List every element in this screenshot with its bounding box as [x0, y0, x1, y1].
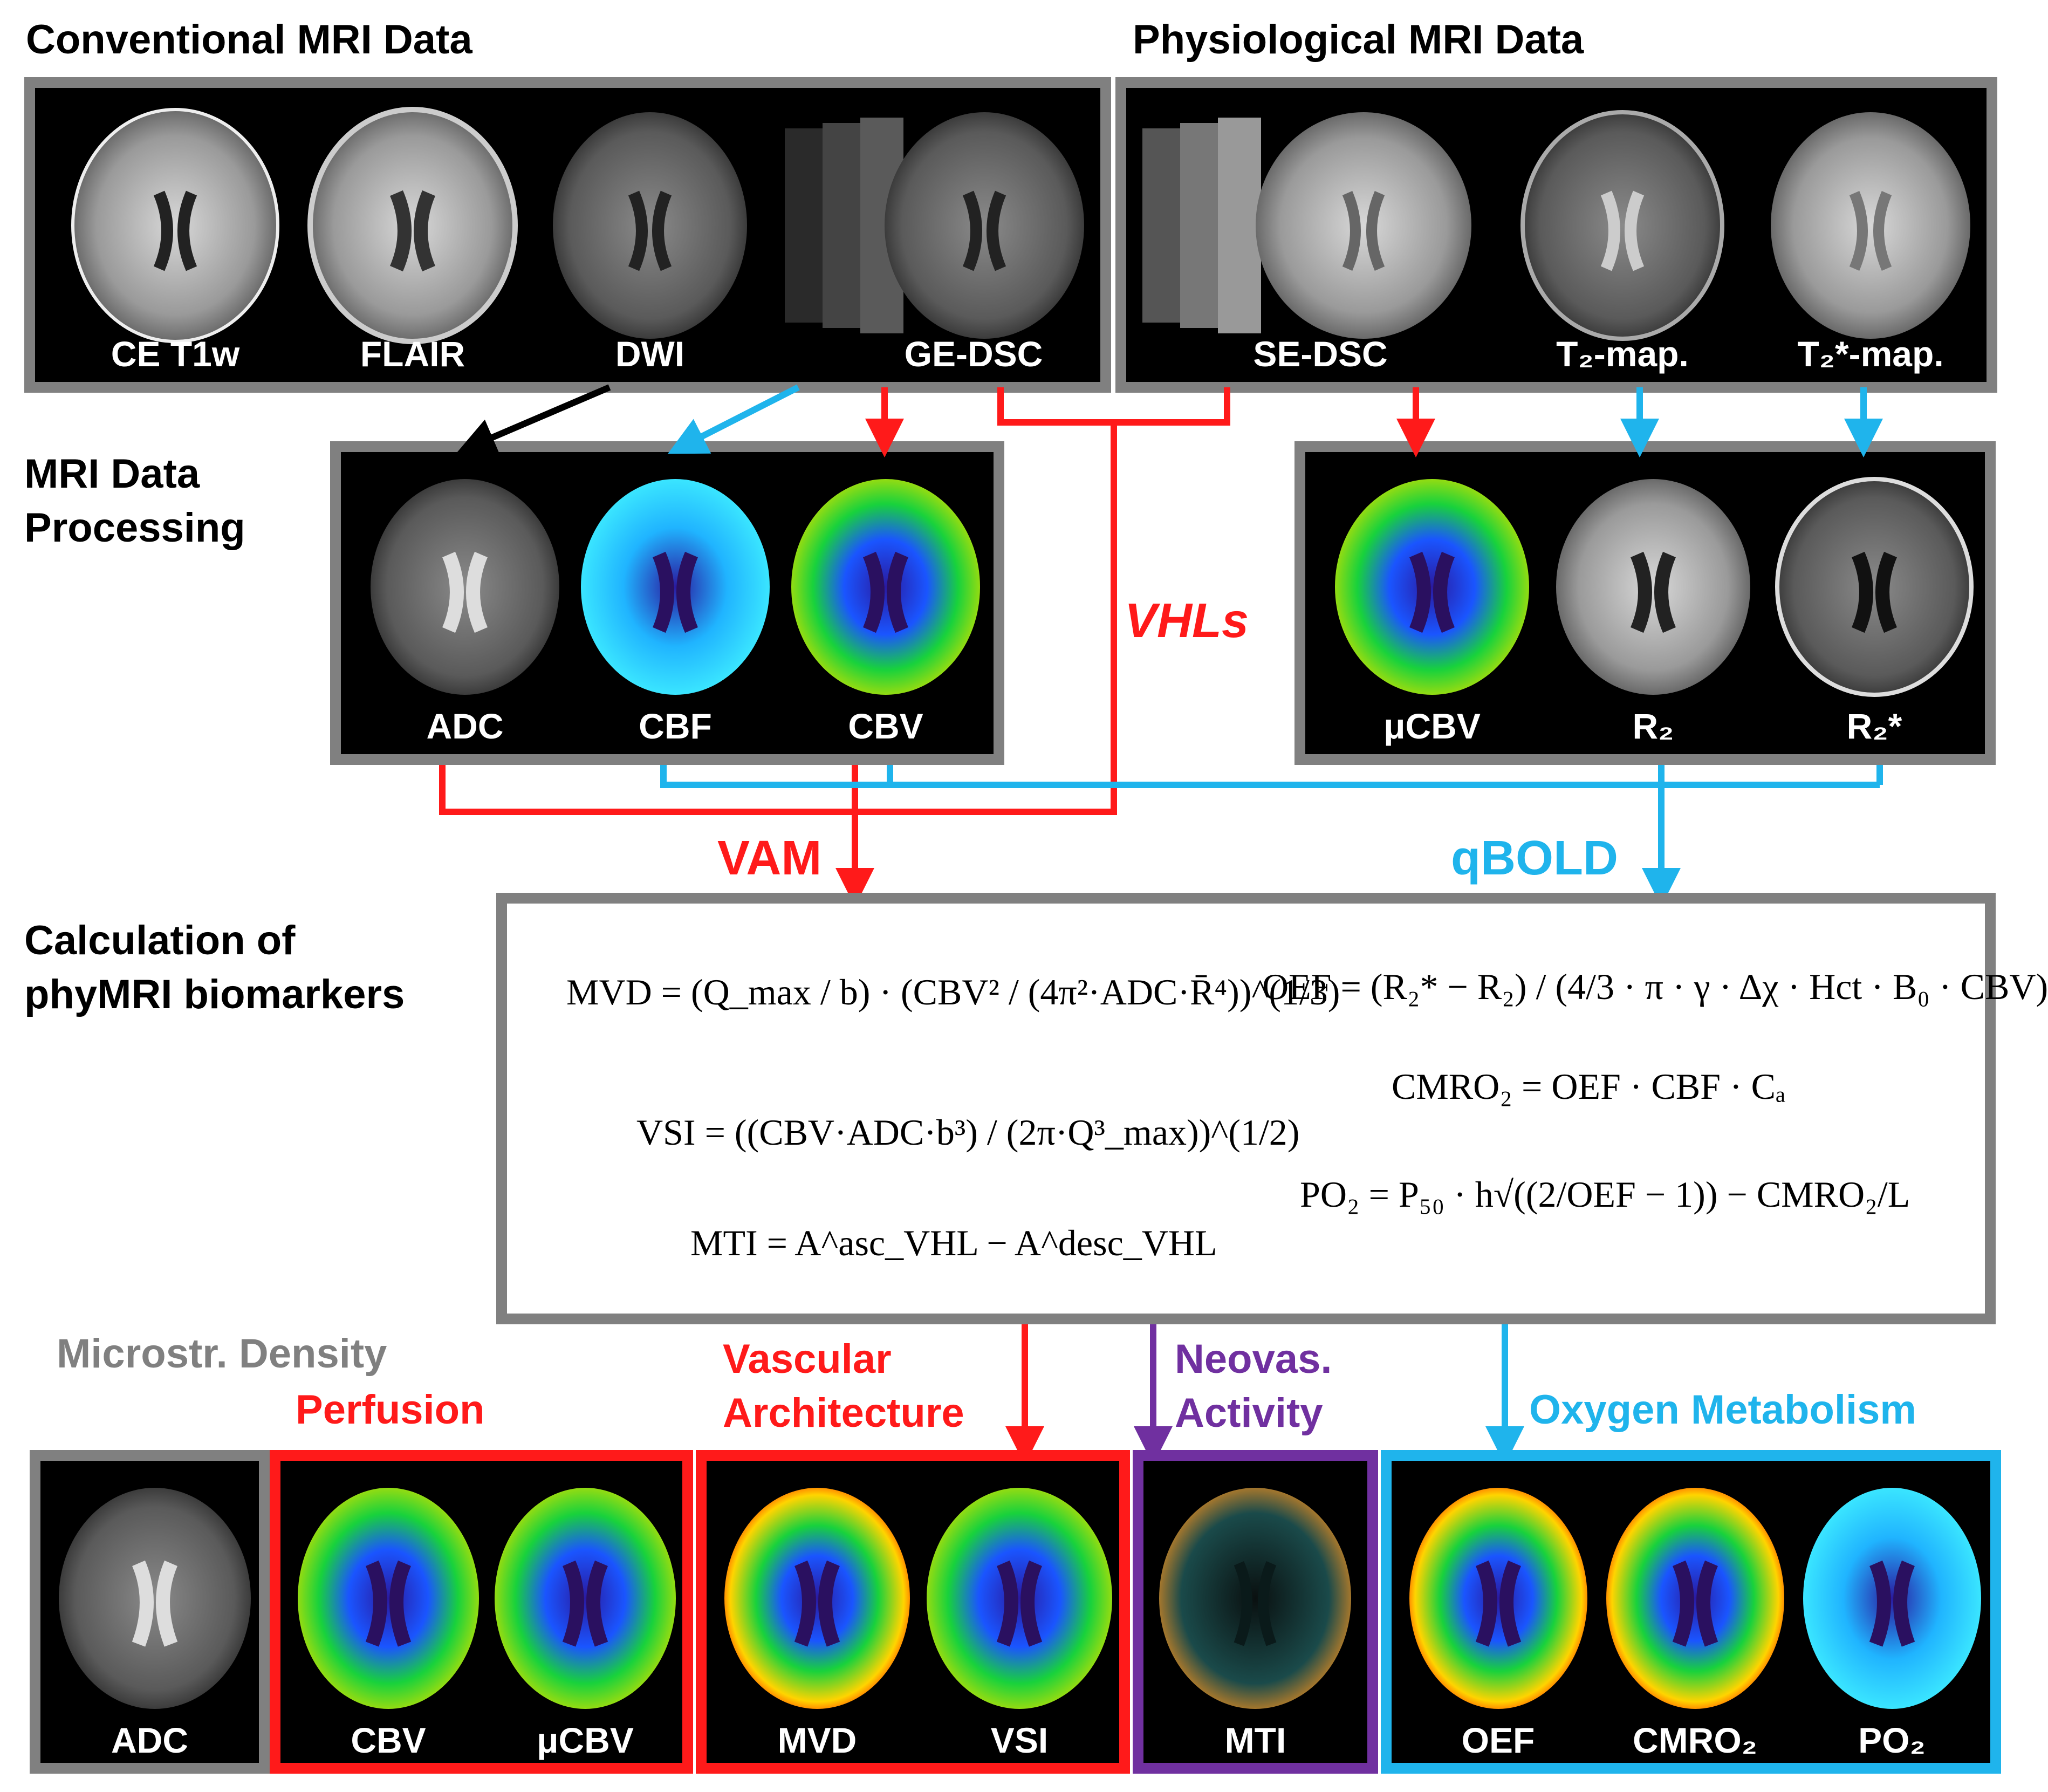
brain-ucbv-output	[495, 1488, 676, 1709]
section-title-processing-1: MRI Data	[24, 451, 200, 497]
label-cbf-processing: CBF	[639, 706, 712, 746]
label-r2-processing: R₂	[1632, 706, 1674, 746]
brain-se-dsc	[1142, 112, 1471, 339]
label-flair: FLAIR	[360, 334, 465, 374]
brain-ucbv-processing	[1335, 479, 1529, 695]
equation-vsi: VSI = ((CBV·ADC·b³) / (2π·Q³_max))^(1/2)	[636, 1112, 1300, 1153]
arrow-dwi-to-adc	[456, 384, 611, 455]
section-title-physiological: Physiological MRI Data	[1133, 17, 1584, 63]
label-mti-output: MTI	[1224, 1720, 1286, 1760]
label-vhls: VHLs	[1125, 594, 1249, 648]
label-ge-dsc: GE-DSC	[904, 334, 1043, 374]
label-vsi-output: VSI	[990, 1720, 1049, 1760]
label-vam: VAM	[717, 831, 822, 885]
group-title-perfusion: Perfusion	[296, 1387, 485, 1433]
processing-panel-left: ADC CBF CBV	[330, 441, 1004, 765]
label-ucbv-output: μCBV	[537, 1720, 634, 1760]
group-title-neovas: Neovas. Activity	[1175, 1336, 1332, 1436]
label-ce-t1w: CE T1w	[111, 334, 240, 374]
label-mvd-output: MVD	[777, 1720, 857, 1760]
brain-cbv-output	[298, 1488, 479, 1709]
brain-flair	[307, 107, 518, 344]
label-adc-output: ADC	[111, 1720, 188, 1760]
equations-box: MVD = (Q_max / b) · (CBV² / (4π²·ADC·R̄⁴…	[496, 893, 2048, 1324]
section-title-calc-1: Calculation of	[24, 918, 296, 963]
qbold-bus-line	[660, 765, 1661, 788]
panel-microstr: ADC	[30, 1450, 270, 1774]
brain-cbv-processing	[791, 479, 980, 695]
label-oef-output: OEF	[1461, 1720, 1535, 1760]
equation-oef: OEF = (R₂* − R₂) / (4/3 · π · γ · Δχ · H…	[1262, 966, 2048, 1007]
label-cbv-processing: CBV	[848, 706, 923, 746]
panel-neovas: MTI	[1133, 1450, 1378, 1774]
conventional-panel: CE T1w FLAIR DWI GE-DSC	[24, 77, 1111, 393]
arrow-gedsc-to-cbf	[667, 384, 800, 454]
brain-mti-output	[1159, 1488, 1351, 1709]
brain-ge-dsc	[785, 112, 1084, 339]
vhl-bracket	[997, 387, 1230, 426]
brain-adc-processing	[371, 479, 559, 695]
brain-r2-processing	[1556, 479, 1750, 695]
label-t2star-map: T₂*-map.	[1797, 334, 1944, 374]
brain-vsi-output	[927, 1488, 1112, 1709]
label-adc-processing: ADC	[426, 706, 504, 746]
label-po2-output: PO₂	[1858, 1720, 1926, 1760]
panel-vascular: MVD VSI	[696, 1450, 1130, 1774]
adc-to-vam-line	[439, 765, 855, 815]
label-qbold: qBOLD	[1451, 831, 1618, 885]
label-t2-map: T₂-map.	[1556, 334, 1689, 374]
brain-mvd-output	[724, 1488, 910, 1709]
brain-adc-output	[59, 1488, 251, 1709]
processing-panel-right: μCBV R₂ R₂*	[1294, 441, 1996, 765]
equation-mvd: MVD = (Q_max / b) · (CBV² / (4π²·ADC·R̄⁴…	[566, 972, 1340, 1013]
equation-cmro2: CMRO₂ = OEF · CBF · Cₐ	[1392, 1066, 1786, 1107]
section-title-conventional: Conventional MRI Data	[26, 17, 472, 63]
brain-dwi	[553, 112, 747, 339]
label-cmro2-output: CMRO₂	[1633, 1720, 1757, 1760]
group-title-vascular: Vascular Architecture	[723, 1336, 964, 1436]
equation-po2: PO₂ = P₅₀ · h√((2/OEF − 1)) − CMRO₂/L	[1300, 1174, 1910, 1215]
section-title-calc-2: phyMRI biomarkers	[24, 972, 405, 1017]
brain-cmro2-output	[1606, 1488, 1784, 1709]
panel-oxygen: OEF CMRO₂ PO₂	[1381, 1450, 2001, 1774]
vhl-line	[855, 422, 1117, 815]
label-r2star-processing: R₂*	[1846, 706, 1902, 746]
brain-ce-t1w	[71, 108, 279, 343]
equation-mti: MTI = A^asc_VHL − A^desc_VHL	[690, 1222, 1217, 1263]
panel-perfusion: CBV μCBV	[270, 1450, 693, 1774]
physiological-panel: SE-DSC T₂-map. T₂*-map.	[1115, 77, 1997, 393]
label-se-dsc: SE-DSC	[1253, 334, 1388, 374]
section-title-processing-2: Processing	[24, 505, 245, 551]
label-ucbv-processing: μCBV	[1383, 706, 1481, 746]
brain-oef-output	[1409, 1488, 1587, 1709]
brain-t2-map	[1520, 110, 1724, 341]
group-title-oxygen: Oxygen Metabolism	[1529, 1387, 1916, 1433]
group-title-microstr: Microstr. Density	[57, 1331, 387, 1377]
label-cbv-output: CBV	[351, 1720, 426, 1760]
label-dwi: DWI	[615, 334, 685, 374]
brain-t2star-map	[1771, 112, 1970, 339]
brain-r2star-processing	[1775, 477, 1974, 697]
brain-cbf-processing	[581, 479, 770, 695]
brain-po2-output	[1803, 1488, 1981, 1709]
